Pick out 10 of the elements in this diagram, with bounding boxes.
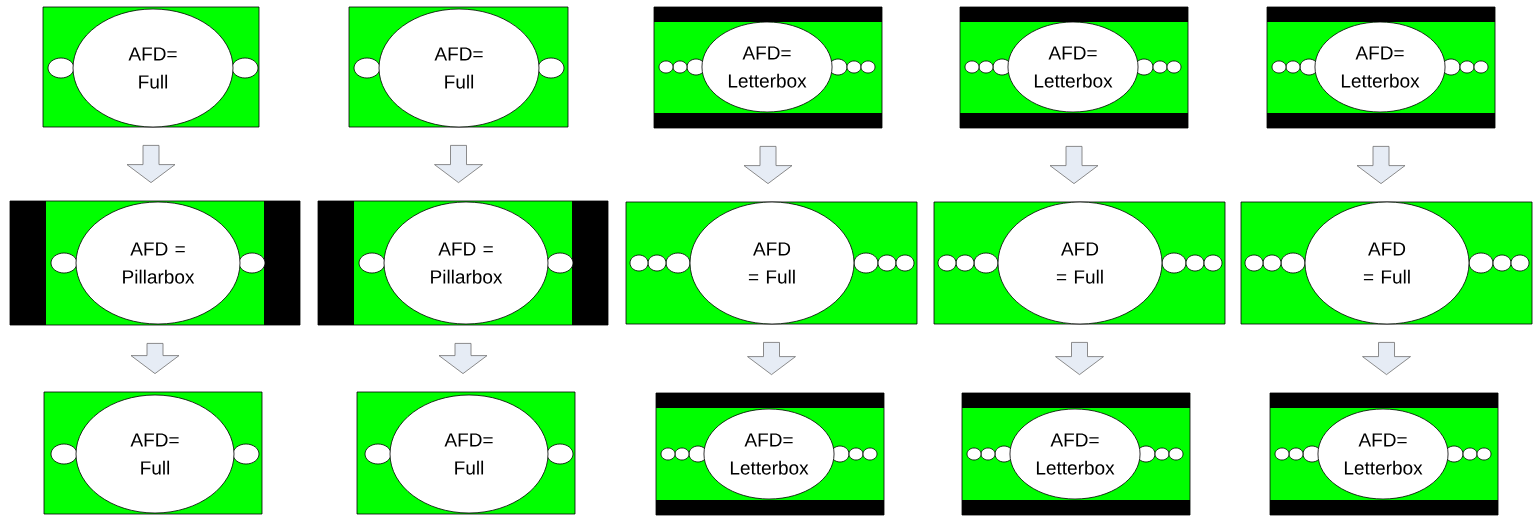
block-arrow bbox=[1049, 146, 1099, 184]
block-arrow bbox=[1055, 342, 1104, 375]
block-arrow bbox=[438, 343, 488, 374]
block-arrow bbox=[747, 342, 796, 375]
block-arrow bbox=[130, 343, 180, 374]
block-arrow bbox=[126, 145, 176, 183]
block-arrow bbox=[1356, 146, 1406, 184]
block-arrow bbox=[1362, 342, 1411, 375]
block-arrow bbox=[434, 145, 483, 183]
block-arrow bbox=[743, 146, 793, 184]
